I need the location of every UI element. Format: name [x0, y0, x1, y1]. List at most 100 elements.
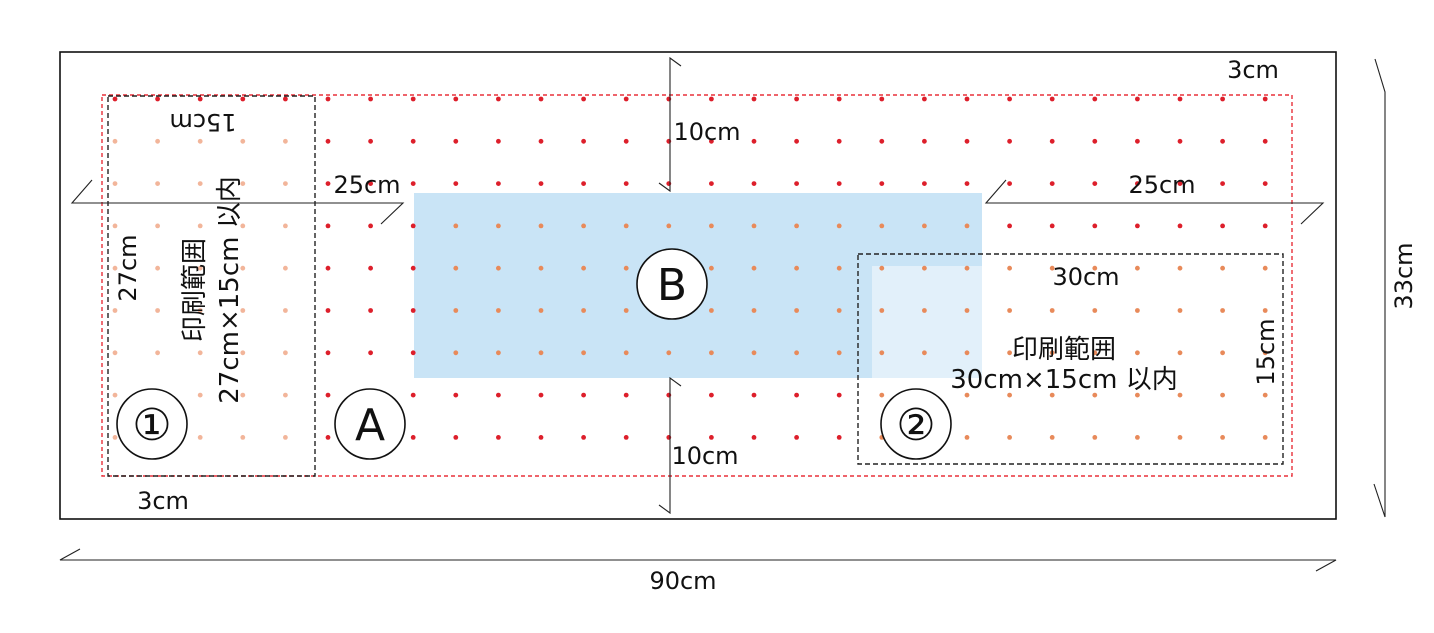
grid-dot	[1220, 138, 1225, 144]
grid-dot	[623, 392, 629, 398]
grid-dot	[1135, 308, 1140, 313]
dimension-lines	[59, 56, 1386, 572]
grid-dot	[964, 138, 970, 144]
grid-dot	[1049, 265, 1055, 271]
grid-dot	[325, 350, 331, 356]
grid-dot	[1135, 96, 1140, 102]
grid-dot	[197, 435, 203, 440]
grid-dot	[879, 350, 885, 356]
grid-dot	[453, 308, 459, 313]
grid-dot	[240, 435, 246, 440]
grid-dot	[240, 223, 246, 229]
grid-dot	[155, 138, 161, 144]
grid-dot	[410, 435, 416, 440]
grid-dot	[197, 392, 203, 398]
grid-dot	[453, 392, 459, 398]
grid-dot	[836, 350, 842, 356]
grid-dot	[1135, 181, 1140, 187]
grid-dot	[1177, 181, 1183, 187]
grid-dot	[751, 265, 757, 271]
grid-dot	[1177, 265, 1183, 271]
grid-dot	[1135, 435, 1140, 440]
grid-dot	[794, 435, 799, 440]
grid-dot	[283, 308, 288, 313]
grid-dot	[1262, 308, 1268, 313]
grid-dot	[1220, 96, 1225, 102]
grid-dot	[112, 138, 118, 144]
grid-dot	[325, 435, 331, 440]
grid-dot	[581, 181, 586, 187]
zone-a-circle	[334, 388, 406, 460]
grid-dot	[836, 392, 842, 398]
grid-dot	[1262, 181, 1268, 187]
grid-dot	[112, 223, 118, 229]
grid-dot	[836, 181, 842, 187]
grid-dot	[496, 350, 501, 356]
grid-dot	[581, 223, 586, 229]
grid-dot	[538, 435, 544, 440]
grid-dot	[751, 138, 757, 144]
grid-dot	[155, 223, 161, 229]
dim-line-gap-bottom	[658, 376, 682, 515]
dim-line-gap-left	[70, 179, 405, 225]
grid-dot	[623, 96, 629, 102]
grid-dot	[197, 350, 203, 356]
zone-1-circle	[116, 388, 188, 460]
grid-dot	[879, 223, 885, 229]
grid-dot	[1220, 350, 1225, 356]
grid-dot	[879, 265, 885, 271]
grid-dot	[325, 392, 331, 398]
grid-dot	[325, 96, 331, 102]
grid-dot	[538, 350, 544, 356]
grid-dot	[1135, 350, 1140, 356]
grid-dot	[623, 181, 629, 187]
grid-dot	[197, 223, 203, 229]
grid-dot	[794, 265, 799, 271]
grid-dot	[325, 181, 331, 187]
grid-dot	[836, 435, 842, 440]
grid-dot	[1049, 181, 1055, 187]
grid-dot	[581, 138, 586, 144]
grid-dot	[283, 223, 288, 229]
grid-dot	[794, 138, 799, 144]
grid-dot	[453, 138, 459, 144]
grid-dot	[964, 223, 970, 229]
grid-dot	[879, 138, 885, 144]
grid-dot	[922, 181, 927, 187]
grid-dot	[751, 435, 757, 440]
grid-dot	[1262, 138, 1268, 144]
grid-dot	[709, 96, 714, 102]
grid-dot	[496, 392, 501, 398]
grid-dot	[1262, 265, 1268, 271]
zone-2-height-label: 15cm	[1252, 318, 1280, 385]
grid-dot	[1007, 181, 1012, 187]
dim-line-gap-right	[984, 179, 1325, 225]
grid-dot	[496, 265, 501, 271]
grid-dot	[1220, 265, 1225, 271]
grid-dot	[1177, 392, 1183, 398]
grid-dot	[922, 223, 927, 229]
grid-dot	[368, 350, 373, 356]
grid-dot	[1092, 265, 1098, 271]
grid-dot	[922, 350, 927, 356]
grid-dot	[325, 265, 331, 271]
grid-dot	[581, 308, 586, 313]
grid-dot	[794, 308, 799, 313]
grid-dot	[1092, 181, 1098, 187]
grid-dot	[197, 96, 203, 102]
grid-dot	[368, 308, 373, 313]
dim-total-width-label: 90cm	[649, 567, 716, 595]
grid-dot	[368, 265, 373, 271]
grid-dot	[1177, 435, 1183, 440]
grid-dot	[155, 181, 161, 187]
grid-dot	[879, 96, 885, 102]
zone-2-width-label: 30cm	[1052, 263, 1119, 291]
dim-line-gap-top	[658, 56, 682, 193]
zone-2-number: ②	[896, 400, 935, 451]
grid-dot	[1092, 350, 1098, 356]
grid-dot	[1092, 138, 1098, 144]
grid-dot	[283, 435, 288, 440]
dim-gap-top-label: 10cm	[673, 118, 740, 146]
grid-dot	[1135, 392, 1140, 398]
grid-dot	[836, 265, 842, 271]
